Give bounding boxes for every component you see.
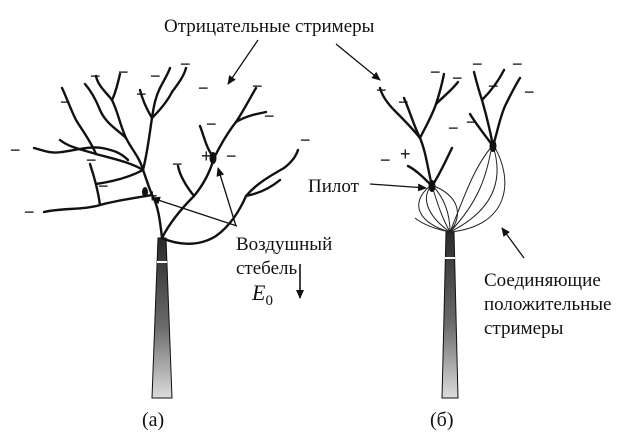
minus-sign: − [524, 82, 535, 102]
negative-streamers-label: Отрицательные стримеры [164, 16, 375, 37]
panel-b: − − − − − − − − − − − + [370, 54, 535, 398]
pilot-label: Пилот [308, 176, 360, 197]
air-stem-arrow [218, 168, 236, 226]
plus-sign: + [400, 144, 411, 164]
minus-signs-a: − − − − − − − − − − − − − − − − − [10, 54, 311, 222]
minus-sign: − [466, 112, 477, 132]
minus-sign: − [198, 78, 209, 98]
minus-sign: − [60, 92, 71, 112]
positive-streamers-b [415, 146, 505, 232]
minus-sign: − [380, 150, 391, 170]
minus-sign: − [226, 146, 237, 166]
minus-sign: − [118, 62, 129, 82]
minus-sign: − [376, 80, 387, 100]
connecting-streamers-label-line1: Соединяющие [484, 270, 601, 291]
plus-sign: + [147, 186, 158, 206]
minus-sign: − [86, 150, 97, 170]
minus-sign: − [90, 66, 101, 86]
minus-sign: − [472, 54, 483, 74]
panel-a-caption: (а) [142, 409, 164, 431]
minus-sign: − [206, 114, 217, 134]
minus-sign: − [98, 176, 109, 196]
panel-a: − − − − − − − − − − − − − − − − − + + [10, 54, 311, 398]
minus-sign: − [488, 76, 499, 96]
pilot-arrow [370, 184, 426, 188]
minus-sign: − [150, 66, 161, 86]
minus-sign: − [264, 106, 275, 126]
minus-sign: − [180, 54, 191, 74]
panel-b-caption: (б) [430, 409, 454, 431]
minus-sign: − [452, 68, 463, 88]
air-stem-label-line2: стебель [236, 258, 298, 279]
pilot-node-b2 [490, 140, 497, 152]
field-symbol: E [251, 280, 266, 305]
tower-a [152, 238, 172, 398]
minus-sign: − [398, 92, 409, 112]
air-stem-label-line1: Воздушный [236, 234, 332, 255]
connecting-streamers-label-line3: стримеры [484, 318, 564, 339]
connecting-streamers-label-line2: положительные [484, 294, 611, 315]
minus-sign: − [448, 118, 459, 138]
minus-sign: − [172, 154, 183, 174]
minus-sign: − [512, 54, 523, 74]
minus-sign: − [10, 140, 21, 160]
pilot-node-b1 [429, 180, 436, 192]
air-stem-arrow [152, 198, 237, 226]
field-label: E0 [251, 280, 273, 309]
minus-sign: − [430, 62, 441, 82]
minus-sign: − [300, 130, 311, 150]
plus-sign: + [201, 146, 212, 166]
negative-streamers-arrow-b [336, 44, 380, 80]
minus-sign: − [24, 202, 35, 222]
field-subscript: 0 [265, 293, 273, 309]
tower-b [442, 232, 458, 398]
minus-sign: − [252, 76, 263, 96]
connecting-streamers-arrow [502, 228, 524, 258]
minus-sign: − [136, 84, 147, 104]
